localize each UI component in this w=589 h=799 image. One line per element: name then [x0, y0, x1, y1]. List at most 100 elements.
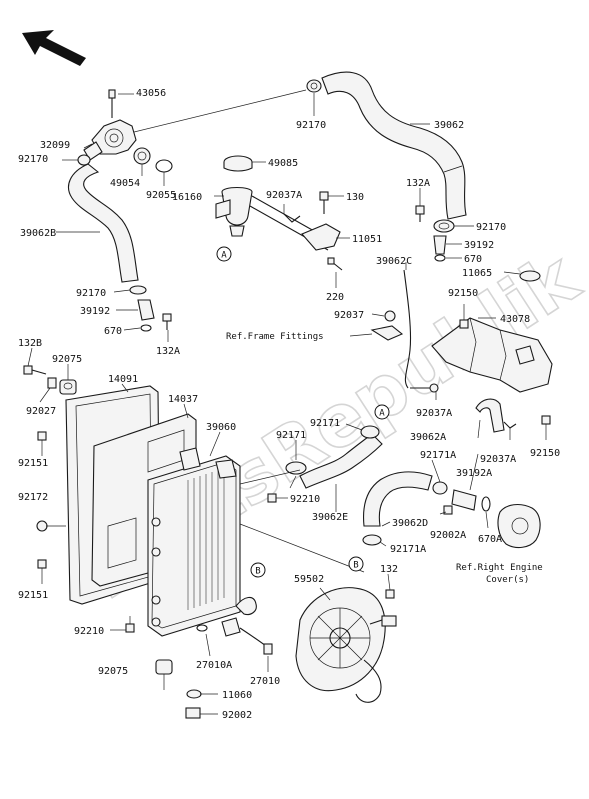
label-14091: 14091 — [108, 374, 138, 385]
label-670-left: 670 — [104, 326, 122, 337]
label-92171-top: 92171 — [310, 418, 340, 429]
label-92037a-right: 92037A — [480, 454, 516, 465]
label-39192a: 39192A — [456, 468, 492, 479]
radiator-side-bolts — [151, 517, 161, 627]
label-92171a-top: 92171A — [420, 450, 456, 461]
part-labels: 43056 32099 92170 92170 39062 49085 4905… — [18, 88, 560, 721]
ref-engine-cover-line1: Ref.Right Engine — [456, 563, 543, 573]
o-ring-670-top — [434, 254, 446, 262]
label-130: 130 — [346, 192, 364, 203]
bolt-92151-bottom — [37, 559, 47, 569]
bolt-92151-top — [37, 431, 47, 441]
label-39062c: 39062C — [376, 256, 412, 267]
clamp-92171-top — [360, 425, 380, 439]
bracket-11051 — [301, 223, 341, 251]
label-132a-top: 132A — [406, 178, 430, 189]
marker-b-mid: B — [348, 556, 364, 572]
label-92075-bottom: 92075 — [98, 666, 128, 677]
label-92170-d: 92170 — [76, 288, 106, 299]
label-92172: 92172 — [18, 492, 48, 503]
label-220: 220 — [326, 292, 344, 303]
engine-cover-ref — [497, 503, 541, 549]
label-132-bottom: 132 — [380, 564, 398, 575]
label-92210-left: 92210 — [74, 626, 104, 637]
reserve-tank-43078 — [431, 317, 553, 393]
clamp-92171 — [285, 461, 307, 475]
label-92150-right: 92150 — [530, 448, 560, 459]
label-11060: 11060 — [222, 690, 252, 701]
bolt-43056 — [108, 89, 116, 118]
clamp-92170-right — [433, 219, 455, 233]
collar-92027 — [47, 377, 57, 389]
clamp-92171a-top — [432, 481, 448, 495]
radiator-fins — [187, 468, 225, 610]
label-92171a-bottom: 92171A — [390, 544, 426, 555]
svg-text:B: B — [255, 567, 260, 577]
label-43078: 43078 — [500, 314, 530, 325]
label-27010: 27010 — [250, 676, 280, 687]
label-32099: 32099 — [40, 140, 70, 151]
label-39062e: 39062E — [312, 512, 348, 523]
hose-39062a — [475, 398, 505, 433]
label-14037: 14037 — [168, 394, 198, 405]
bolt-92172 — [36, 520, 48, 532]
clip-92037a-right — [503, 421, 517, 429]
tank-hose-connector — [410, 383, 439, 393]
o-ring-670a — [481, 496, 491, 512]
bolt-132a-top — [415, 205, 425, 222]
cooling-fan-59502 — [295, 587, 386, 703]
label-59502: 59502 — [294, 574, 324, 585]
label-39192-top: 39192 — [464, 240, 494, 251]
label-43056: 43056 — [136, 88, 166, 99]
ref-engine-cover-line2: Cover(s) — [486, 575, 529, 585]
label-92171: 92171 — [276, 430, 306, 441]
label-39062: 39062 — [434, 120, 464, 131]
fan-switch-27010 — [221, 617, 273, 655]
clamp-92170-left-bottom — [129, 285, 147, 295]
hose-39062c — [403, 269, 412, 389]
drain-bolt-92002 — [185, 707, 201, 719]
label-39060: 39060 — [206, 422, 236, 433]
label-92027: 92027 — [26, 406, 56, 417]
label-27010a: 27010A — [196, 660, 232, 671]
nut-92210-left — [125, 623, 135, 633]
label-132a-left: 132A — [156, 346, 180, 357]
label-92037a-mid: 92037A — [416, 408, 452, 419]
fan-connector — [369, 615, 397, 627]
label-670-top: 670 — [464, 254, 482, 265]
hose-39062e — [299, 433, 383, 489]
pipe-39192-top — [433, 235, 447, 255]
svg-text:A: A — [221, 251, 227, 261]
label-92037: 92037 — [334, 310, 364, 321]
nut-92210-mid — [267, 493, 277, 503]
radiator-39060 — [147, 447, 241, 637]
label-16160: 16160 — [172, 192, 202, 203]
label-92151-bottom: 92151 — [18, 590, 48, 601]
svg-text:B: B — [353, 561, 358, 571]
label-92055: 92055 — [146, 190, 176, 201]
label-92075-top: 92075 — [52, 354, 82, 365]
hose-39062d — [362, 471, 433, 527]
radiator-cap-49085 — [223, 155, 253, 172]
label-92151-top: 92151 — [18, 458, 48, 469]
label-92170-a: 92170 — [18, 154, 48, 165]
label-49054: 49054 — [110, 178, 140, 189]
bolt-130 — [319, 191, 329, 214]
grommet-92075-bottom — [155, 659, 173, 675]
label-132b: 132B — [18, 338, 42, 349]
hose-39062 — [321, 71, 467, 220]
bolt-220 — [327, 257, 343, 271]
o-ring-27010a — [196, 624, 208, 632]
bolt-92002a — [443, 505, 453, 515]
label-92150-top: 92150 — [448, 288, 478, 299]
label-39062d: 39062D — [392, 518, 428, 529]
label-92002a: 92002A — [430, 530, 466, 541]
bolt-92150-right — [541, 415, 551, 425]
label-92210-mid: 92210 — [290, 494, 320, 505]
marker-b-left: B — [250, 562, 266, 578]
pipe-39192a — [451, 489, 477, 511]
label-39192-left: 39192 — [80, 306, 110, 317]
washer-11060 — [186, 689, 202, 699]
o-ring-92055 — [155, 159, 173, 173]
